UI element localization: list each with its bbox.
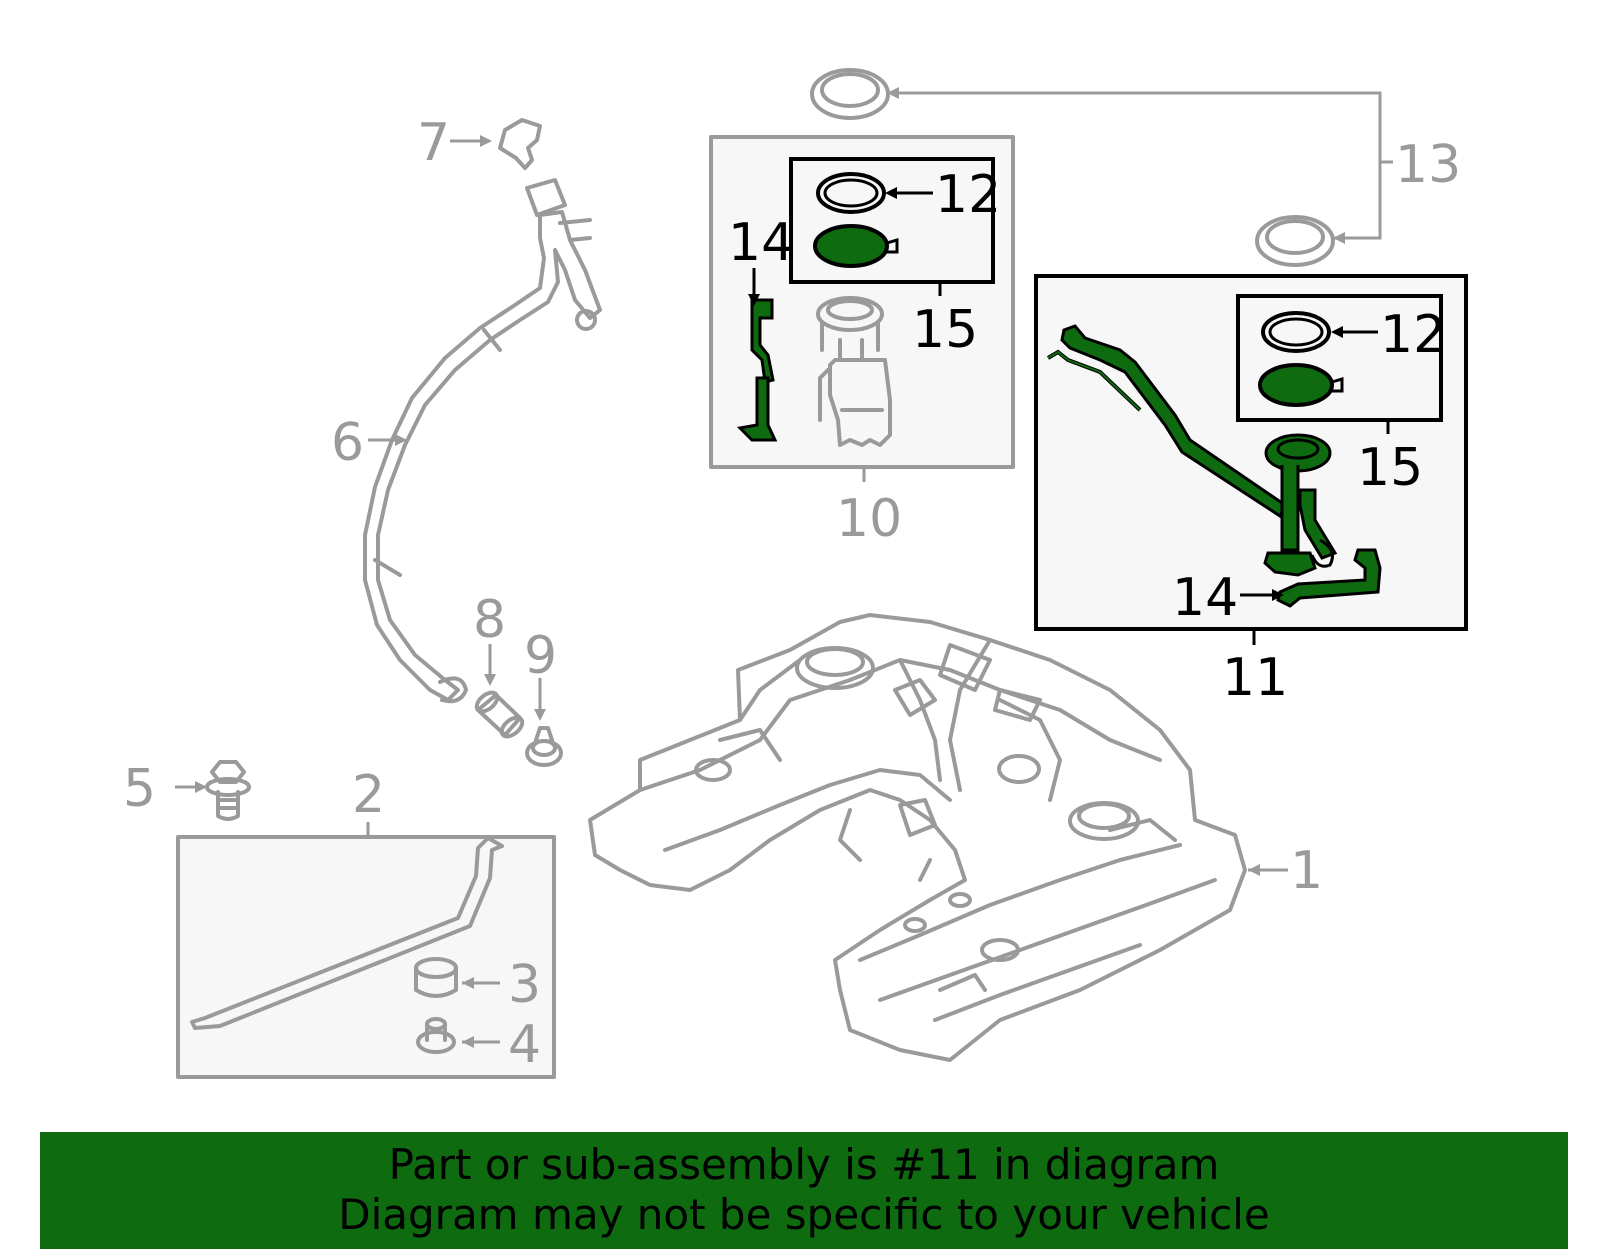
callout-6: 6 bbox=[331, 413, 364, 473]
callout-1: 1 bbox=[1290, 841, 1323, 901]
callout-7: 7 bbox=[417, 113, 450, 173]
callout-5: 5 bbox=[123, 759, 156, 819]
seal-kit-15-right-part bbox=[1236, 294, 1443, 422]
callout-2: 2 bbox=[352, 765, 385, 825]
clamp-part bbox=[525, 726, 563, 767]
hose-part bbox=[474, 690, 525, 739]
callout-12-right: 12 bbox=[1380, 305, 1446, 365]
callout-4: 4 bbox=[508, 1015, 541, 1075]
callout-8: 8 bbox=[473, 590, 506, 650]
filler-pipe-part bbox=[363, 178, 602, 704]
fuel-tank-part bbox=[588, 613, 1247, 1062]
callout-11: 11 bbox=[1222, 648, 1288, 708]
info-banner: Part or sub-assembly is #11 in diagram D… bbox=[40, 1132, 1568, 1249]
seal-kit-15-left-part bbox=[789, 157, 995, 284]
callout-9: 9 bbox=[524, 626, 557, 686]
callout-10: 10 bbox=[836, 489, 902, 549]
callout-15-right: 15 bbox=[1357, 438, 1423, 498]
strap-assembly-part bbox=[176, 835, 556, 1079]
callout-15-left: 15 bbox=[912, 300, 978, 360]
callout-13: 13 bbox=[1395, 135, 1461, 195]
callout-14-left: 14 bbox=[728, 213, 794, 273]
level-sender-14-right-part bbox=[1276, 548, 1382, 608]
callout-3: 3 bbox=[508, 955, 541, 1015]
seal-ring-part bbox=[810, 68, 1335, 267]
banner-line-1: Part or sub-assembly is #11 in diagram bbox=[388, 1140, 1220, 1189]
banner-line-2: Diagram may not be specific to your vehi… bbox=[338, 1190, 1270, 1239]
level-sender-14-left-part bbox=[736, 298, 778, 442]
bolt-part bbox=[205, 760, 251, 821]
callout-14-right: 14 bbox=[1172, 568, 1238, 628]
callout-12-left: 12 bbox=[935, 165, 1001, 225]
fuel-cap-part bbox=[498, 118, 542, 170]
